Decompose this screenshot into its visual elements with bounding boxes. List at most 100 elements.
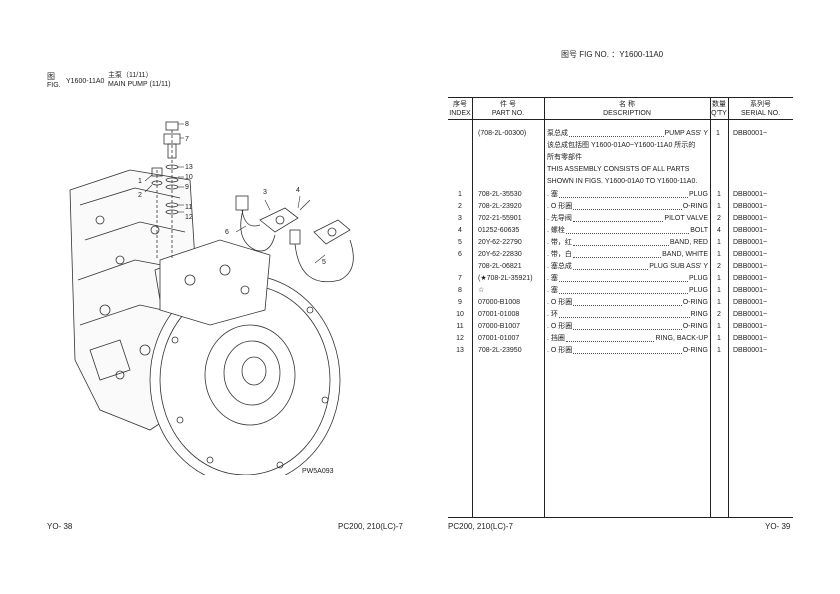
row-part-no: ☆ [478, 287, 485, 294]
fig-label-en: FIG. [47, 82, 61, 89]
row-desc-en: O-RING [682, 299, 708, 306]
row-desc-en: BAND, RED [669, 239, 708, 246]
leader-dots [573, 297, 682, 306]
row-index: 8 [458, 287, 462, 294]
row-index: 10 [456, 311, 464, 318]
row-part-no: 702-21-55901 [478, 215, 522, 222]
callout-10: 10 [185, 174, 193, 181]
row-desc-cn: . O 形圈 [547, 203, 573, 210]
row-description: . 塞 PLUG [547, 285, 708, 297]
row-desc-en: PLUG SUB ASS' Y [649, 263, 708, 270]
row-qty: 1 [717, 335, 721, 342]
row-index: 11 [456, 323, 464, 330]
row-qty: 1 [717, 275, 721, 282]
leader-dots [565, 225, 690, 234]
left-page: 图 FIG. Y1600-11A0 主泵（11/11） MAIN PUMP (1… [47, 72, 403, 531]
row-qty: 1 [717, 239, 721, 246]
assembly-note: 所有零部件 [547, 154, 582, 161]
row-serial: DBB0001~ [733, 227, 768, 234]
row-part-no: 07000-B1007 [478, 323, 521, 330]
row-desc-cn: . 螺栓 [547, 227, 565, 234]
assembly-part-no: (708-2L-00300) [478, 130, 527, 137]
row-desc-en: BAND, WHITE [662, 251, 708, 258]
row-serial: DBB0001~ [733, 323, 768, 330]
row-desc-en: O-RING [682, 347, 708, 354]
row-index: 2 [458, 203, 462, 210]
row-desc-en: PLUG [688, 287, 708, 294]
callout-2: 2 [138, 192, 142, 199]
callout-9: 9 [185, 184, 189, 191]
row-desc-cn: . 带，红 [547, 239, 572, 246]
assembly-note: 该总成包括图 Y1600-01A0~Y1600-11A0 所示的 [547, 142, 696, 149]
callout-5: 5 [322, 259, 326, 266]
row-desc-cn: . 塞总成 [547, 263, 572, 270]
col-divider [710, 98, 711, 517]
row-desc-en: PLUG [688, 191, 708, 198]
row-desc-en: O-RING [682, 323, 708, 330]
row-qty: 4 [717, 227, 721, 234]
page-number-left: YO- 38 [47, 522, 73, 531]
row-qty: 2 [717, 311, 721, 318]
valve-block [159, 239, 271, 326]
row-desc-cn: . 环 [547, 311, 558, 318]
row-description: . 带，红 BAND, RED [547, 237, 708, 249]
row-index: 4 [458, 227, 462, 234]
callout-4: 4 [296, 187, 300, 194]
leader-dots [572, 261, 649, 270]
row-desc-cn: . 先导阀 [547, 215, 572, 222]
row-part-no: 01252-60635 [478, 227, 520, 234]
row-index: 3 [458, 215, 462, 222]
callout-8: 8 [185, 121, 189, 128]
leader-dots [572, 237, 669, 246]
row-desc-en: RING, BACK-UP [655, 335, 708, 342]
row-serial: DBB0001~ [733, 263, 768, 270]
assembly-serial: DBB0001~ [733, 130, 768, 137]
leader-dots [558, 273, 688, 282]
row-desc-cn: . 塞 [547, 191, 558, 198]
row-serial: DBB0001~ [733, 335, 768, 342]
row-index: 13 [456, 347, 464, 354]
fig-label-cn: 图 [47, 72, 55, 81]
row-serial: DBB0001~ [733, 275, 768, 282]
row-desc-cn: . 带，白 [547, 251, 572, 258]
row-qty: 1 [717, 251, 721, 258]
row-desc-cn: . O 形圈 [547, 347, 573, 354]
row-description: . 塞总成 PLUG SUB ASS' Y [547, 261, 708, 273]
row-qty: 1 [717, 299, 721, 306]
leader-dots [558, 285, 688, 294]
callout-6: 6 [225, 229, 229, 236]
row-index: 12 [456, 335, 464, 342]
row-qty: 1 [717, 323, 721, 330]
row-serial: DBB0001~ [733, 191, 768, 198]
row-desc-cn: . 塞 [547, 287, 558, 294]
assembly-note: THIS ASSEMBLY CONSISTS OF ALL PARTS [547, 166, 690, 173]
callout-3: 3 [263, 189, 267, 196]
row-description: . 螺栓 BOLT [547, 225, 708, 237]
row-part-no: 708-2L-23920 [478, 203, 522, 210]
leader-dots [565, 333, 655, 342]
row-desc-cn: . 塞 [547, 275, 558, 282]
fig-title-cn: 主泵（11/11） [108, 72, 153, 79]
row-qty: 1 [717, 203, 721, 210]
row-desc-cn: . O 形圈 [547, 299, 573, 306]
col-divider [728, 98, 729, 517]
main-pump-exploded-drawing [69, 121, 354, 475]
row-desc-en: BOLT [690, 227, 708, 234]
callout-7: 7 [185, 136, 189, 143]
row-qty: 1 [717, 287, 721, 294]
leader-dots [558, 189, 688, 198]
row-index: 6 [458, 251, 462, 258]
row-serial: DBB0001~ [733, 251, 768, 258]
leader-lines [144, 123, 326, 264]
col-divider [544, 98, 545, 517]
row-serial: DBB0001~ [733, 299, 768, 306]
leader-dots [573, 345, 682, 354]
callout-11: 11 [185, 204, 193, 211]
